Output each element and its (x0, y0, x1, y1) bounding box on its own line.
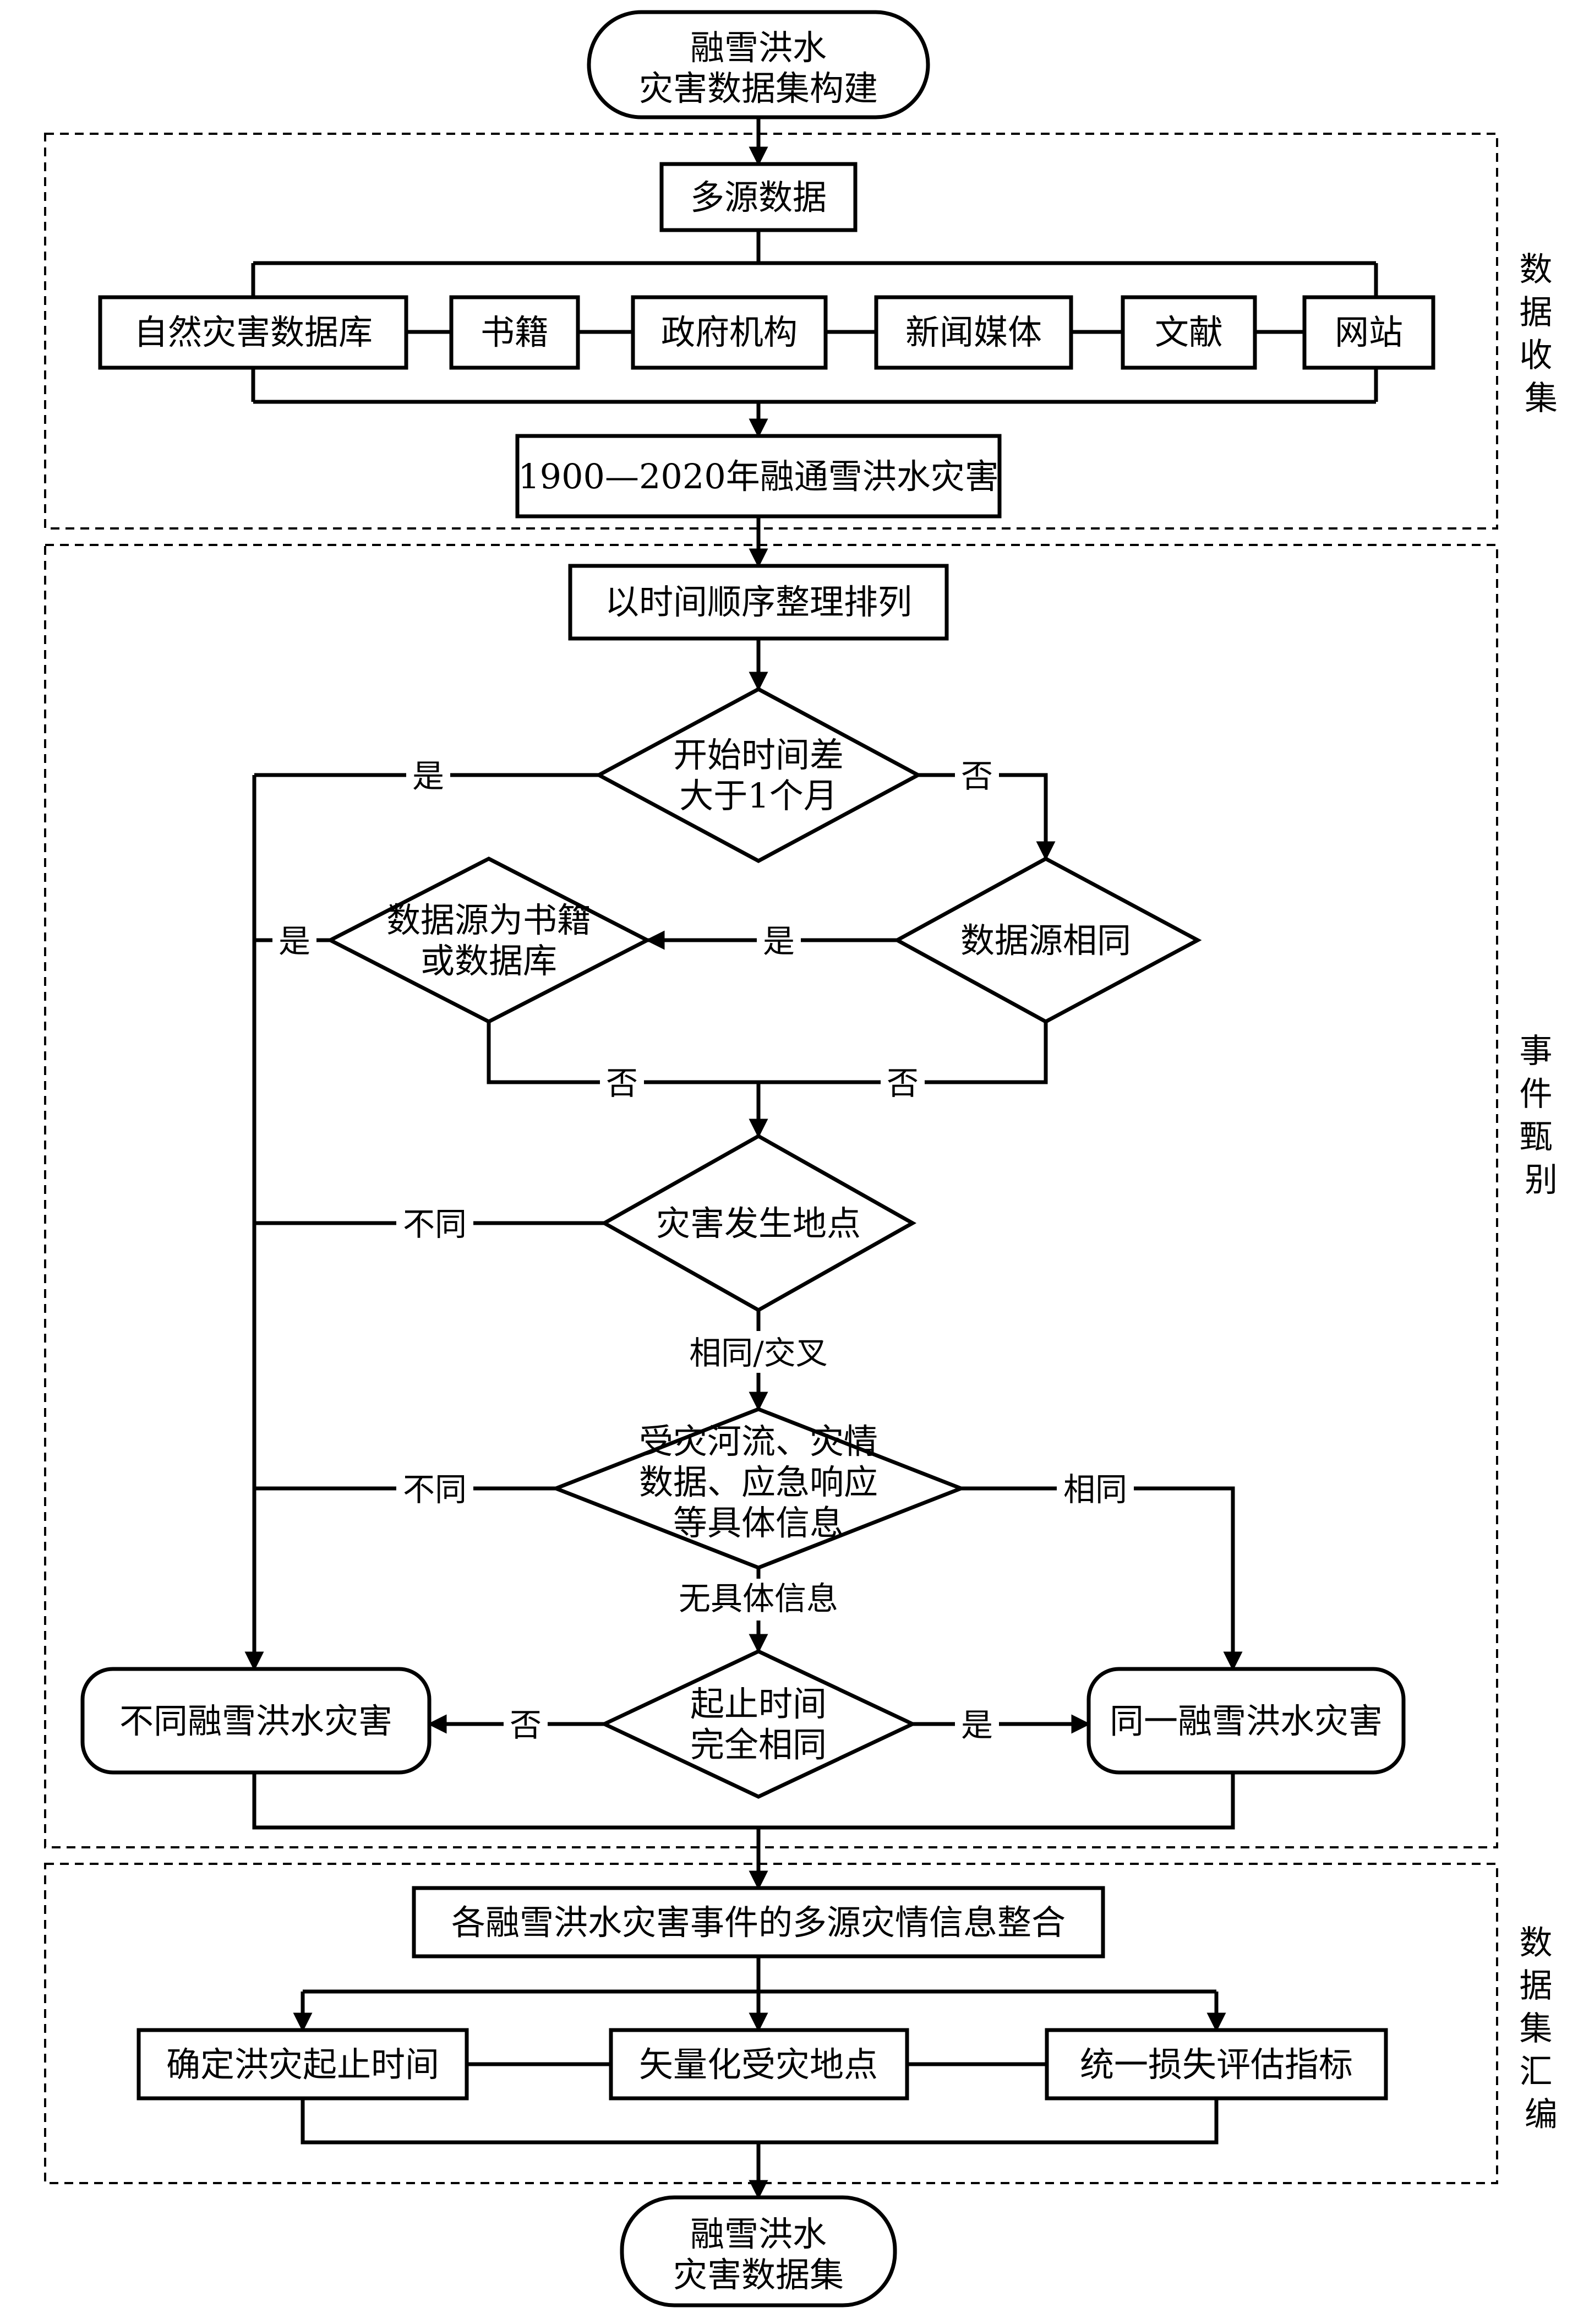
label-book-yes: 是 (279, 923, 310, 960)
svg-text:开始时间差: 开始时间差 (673, 735, 844, 775)
connectors (244, 117, 1378, 2200)
svg-text:同一融雪洪水灾害: 同一融雪洪水灾害 (1110, 1701, 1383, 1741)
source-government: 政府机构 (631, 295, 828, 370)
svg-text:自然灾害数据库: 自然灾害数据库 (134, 312, 373, 352)
svg-text:完全相同: 完全相同 (690, 1725, 827, 1765)
section-frame-collection (44, 133, 1498, 530)
outcome-different-flood: 不同融雪洪水灾害 (80, 1667, 432, 1775)
section-label-identification: 事 件 甄 别 (1519, 1032, 1563, 1199)
decision-location: 灾害发生地点 (600, 1133, 917, 1313)
label-period-no: 否 (510, 1706, 542, 1744)
source-news-media: 新闻媒体 (874, 295, 1073, 370)
svg-text:等具体信息: 等具体信息 (673, 1503, 844, 1543)
section-frame-identification (44, 544, 1498, 1848)
svg-text:书籍: 书籍 (480, 312, 549, 352)
decision-start-time-gap: 开始时间差 大于1个月 (594, 687, 922, 863)
svg-text:不同融雪洪水灾害: 不同融雪洪水灾害 (119, 1701, 392, 1741)
svg-text:矢量化受灾地点: 矢量化受灾地点 (639, 2044, 878, 2085)
decision-specific-details: 受灾河流、灾情 数据、应急响应 等具体信息 (550, 1407, 966, 1570)
decision-same-source: 数据源相同 (893, 857, 1202, 1024)
svg-text:大于1个月: 大于1个月 (679, 776, 837, 816)
label-source-no: 否 (887, 1065, 919, 1102)
svg-text:多源数据: 多源数据 (690, 177, 827, 217)
sort-box: 以时间顺序整理排列 (568, 564, 949, 641)
label-time-no: 否 (961, 757, 993, 795)
label-no-details: 无具体信息 (679, 1580, 838, 1617)
outcome-same-flood: 同一融雪洪水灾害 (1086, 1667, 1406, 1775)
svg-text:新闻媒体: 新闻媒体 (905, 312, 1042, 352)
svg-text:数据源为书籍: 数据源为书籍 (386, 900, 591, 940)
section-label-collection: 数 据 收 集 (1519, 250, 1563, 418)
integrate-box: 各融雪洪水灾害事件的多源灾情信息整合 (412, 1886, 1105, 1959)
label-book-no: 否 (606, 1065, 638, 1102)
task-determine-period: 确定洪灾起止时间 (136, 2028, 469, 2101)
section-label-compilation: 数 据 集 汇 编 (1519, 1924, 1563, 2134)
label-details-different: 不同 (403, 1471, 467, 1508)
label-location-same-cross: 相同/交叉 (689, 1334, 828, 1372)
decision-book-or-database: 数据源为书籍 或数据库 (326, 857, 652, 1024)
multi-source-box: 多源数据 (659, 162, 858, 232)
edge-labels: 是 否 是 是 否 否 不同 相同/交叉 不同 相同 无具体信息 否 是 (272, 753, 1134, 1745)
label-location-different: 不同 (403, 1205, 467, 1243)
svg-text:各融雪洪水灾害事件的多源灾情信息整合: 各融雪洪水灾害事件的多源灾情信息整合 (451, 1902, 1066, 1943)
source-literature: 文献 (1121, 295, 1257, 370)
label-details-same: 相同 (1063, 1471, 1127, 1508)
svg-text:1900—2020年融通雪洪水灾害: 1900—2020年融通雪洪水灾害 (518, 456, 999, 497)
decision-same-period: 起止时间 完全相同 (599, 1649, 918, 1799)
source-books: 书籍 (449, 295, 580, 370)
label-period-yes: 是 (961, 1706, 993, 1744)
section-frame-compilation (44, 1863, 1498, 2184)
svg-text:灾害发生地点: 灾害发生地点 (656, 1203, 861, 1243)
start-line-2: 灾害数据集构建 (639, 68, 878, 108)
svg-text:以时间顺序整理排列: 以时间顺序整理排列 (605, 582, 912, 622)
task-unify-loss-indicators: 统一损失评估指标 (1045, 2028, 1388, 2101)
task-vectorize-locations: 矢量化受灾地点 (609, 2028, 909, 2101)
end-line-2: 灾害数据集 (673, 2255, 844, 2295)
svg-text:数据、应急响应: 数据、应急响应 (639, 1462, 878, 1502)
source-websites: 网站 (1302, 295, 1435, 370)
svg-text:网站: 网站 (1335, 312, 1403, 352)
svg-text:起止时间: 起止时间 (690, 1684, 827, 1724)
svg-text:数据源相同: 数据源相同 (960, 920, 1131, 961)
svg-text:政府机构: 政府机构 (661, 312, 798, 352)
source-natural-disaster-db: 自然灾害数据库 (98, 295, 408, 370)
start-line-1: 融雪洪水 (690, 28, 827, 68)
svg-text:文献: 文献 (1155, 312, 1223, 352)
svg-text:统一损失评估指标: 统一损失评估指标 (1080, 2044, 1353, 2085)
start-node: 融雪洪水 灾害数据集构建 (587, 10, 930, 119)
svg-text:受灾河流、灾情: 受灾河流、灾情 (639, 1421, 878, 1461)
end-node: 融雪洪水 灾害数据集 (620, 2195, 897, 2307)
collection-result-box: 1900—2020年融通雪洪水灾害 (515, 434, 1002, 519)
label-time-yes: 是 (412, 757, 444, 795)
label-source-yes: 是 (763, 923, 795, 960)
end-line-1: 融雪洪水 (690, 2214, 827, 2254)
svg-text:确定洪灾起止时间: 确定洪灾起止时间 (166, 2044, 439, 2085)
svg-text:或数据库: 或数据库 (421, 941, 557, 981)
